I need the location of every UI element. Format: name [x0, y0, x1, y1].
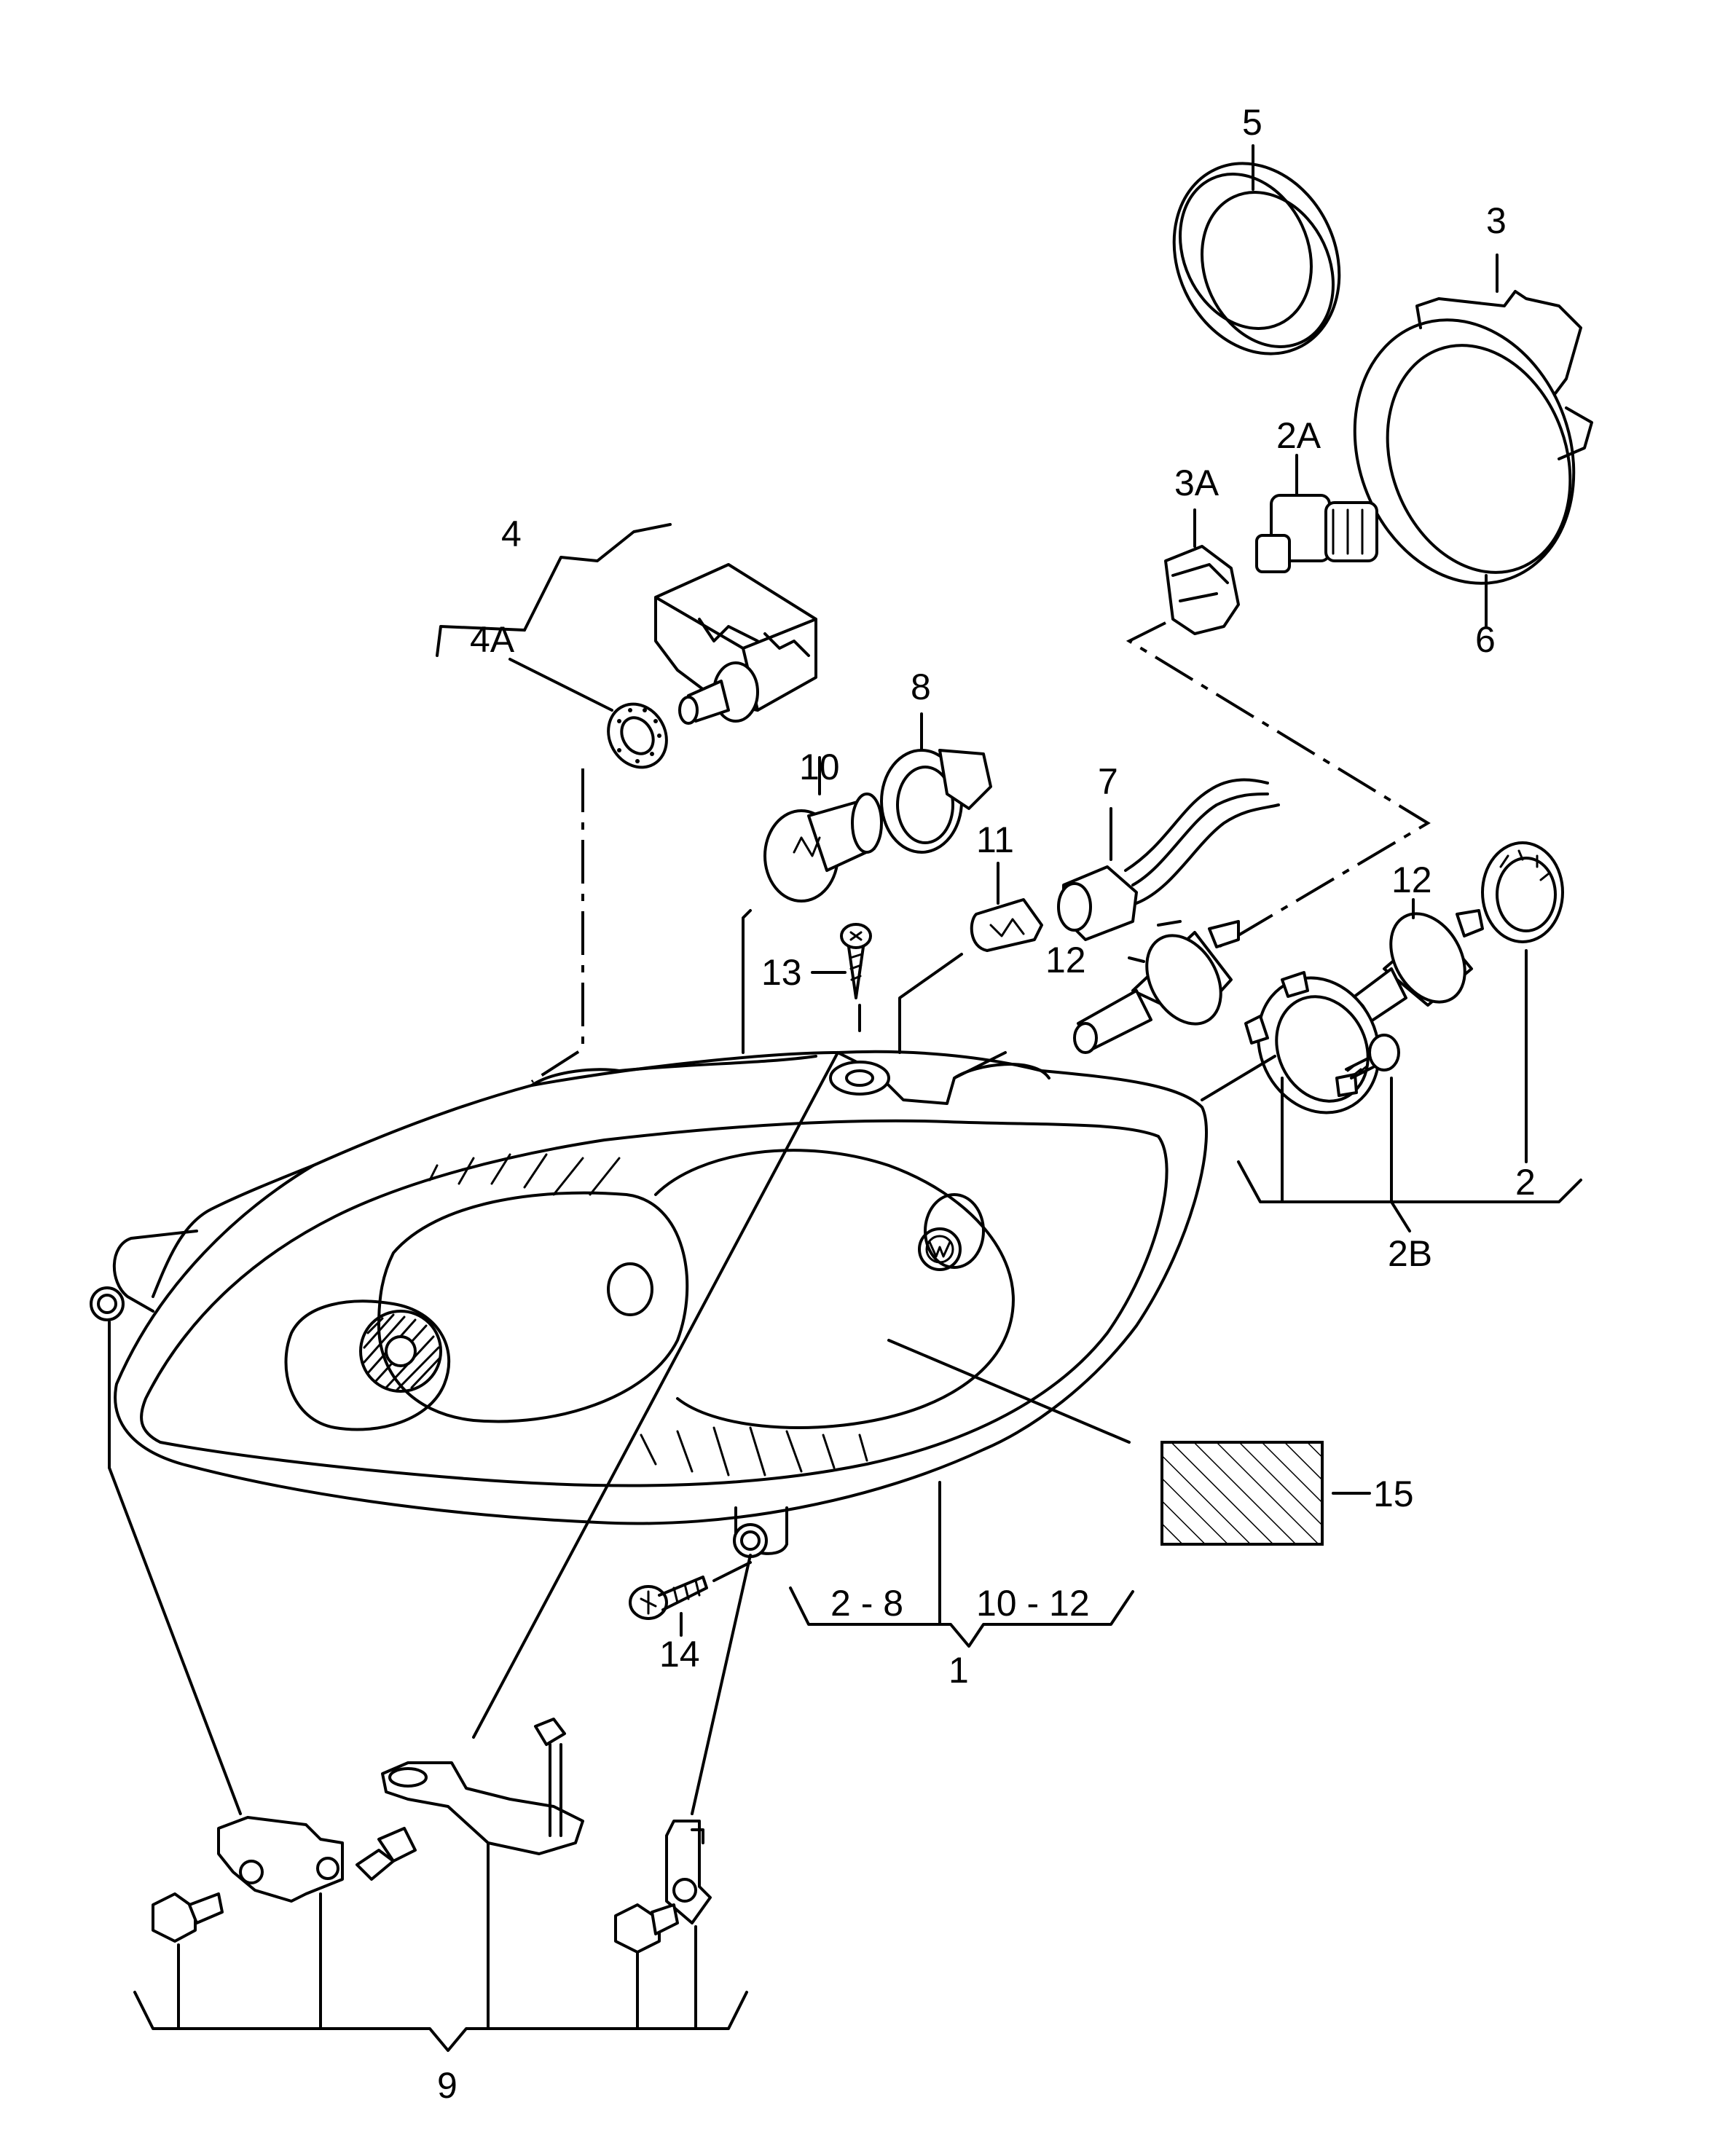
- leader-dashdot-left: [530, 768, 584, 1083]
- label-5: 5: [1242, 102, 1262, 143]
- bulb-11: [898, 862, 1043, 1054]
- label-3a: 3A: [1174, 463, 1219, 503]
- label-4a: 4A: [470, 619, 515, 660]
- label-14: 14: [659, 1634, 700, 1675]
- bulb-12-left: [1073, 920, 1240, 1054]
- screw-2b: [1345, 1034, 1400, 1080]
- label-12-left: 12: [1045, 940, 1086, 980]
- label-2: 2: [1515, 1162, 1536, 1203]
- wiring-harness-7: [1057, 778, 1280, 941]
- label-1: 1: [948, 1650, 969, 1691]
- label-12-right: 12: [1391, 860, 1432, 900]
- cover-cap: [1353, 318, 1593, 628]
- label-9: 9: [437, 2065, 457, 2106]
- connector-3a: [1164, 508, 1240, 635]
- label-8: 8: [911, 666, 931, 707]
- bulb-10: [742, 756, 883, 1054]
- label-13: 13: [761, 952, 802, 993]
- bulb-holder-8: [880, 712, 992, 854]
- seal-ring: [1172, 144, 1341, 355]
- part-labels: 5 3 2A 3A 4 4A 6 8 10 7 11 12 12 13 2 2B…: [437, 102, 1536, 2106]
- mounting-hardware-right: [614, 1554, 752, 2030]
- mounting-hardware-left: [108, 1321, 417, 2030]
- bulb-retainer-ring: [1201, 971, 1380, 1114]
- label-4: 4: [501, 514, 522, 554]
- leader-dashdot-right: [1126, 621, 1431, 988]
- label-6: 6: [1475, 619, 1496, 660]
- bulb-cap-2: [1481, 841, 1564, 1163]
- label-3: 3: [1486, 200, 1507, 241]
- headlamp-housing: [90, 1050, 1208, 1558]
- retaining-clip: [1415, 253, 1582, 395]
- label-7: 7: [1098, 761, 1118, 802]
- mounting-bracket-center: [381, 1051, 839, 2030]
- label-2b: 2B: [1388, 1233, 1432, 1274]
- label-2a: 2A: [1276, 415, 1321, 456]
- label-11: 11: [976, 819, 1014, 860]
- label-range-2-8: 2 - 8: [830, 1583, 903, 1624]
- screw-13: [811, 923, 872, 1032]
- label-range-10-12: 10 - 12: [976, 1583, 1090, 1624]
- bracket-1: [789, 1586, 1134, 1648]
- bulb-socket-2a: [1255, 454, 1378, 573]
- screw-14: [629, 1561, 752, 1637]
- bracket-2b: [1237, 1160, 1582, 1203]
- type-label-plate: [887, 1339, 1371, 1546]
- level-adjuster-motor: [436, 523, 817, 725]
- adjuster-seal-ring: [508, 658, 668, 769]
- leader-2b-c: [1390, 1200, 1411, 1232]
- label-15: 15: [1373, 1474, 1414, 1514]
- label-10: 10: [799, 747, 840, 787]
- bracket-9: [133, 1991, 748, 2052]
